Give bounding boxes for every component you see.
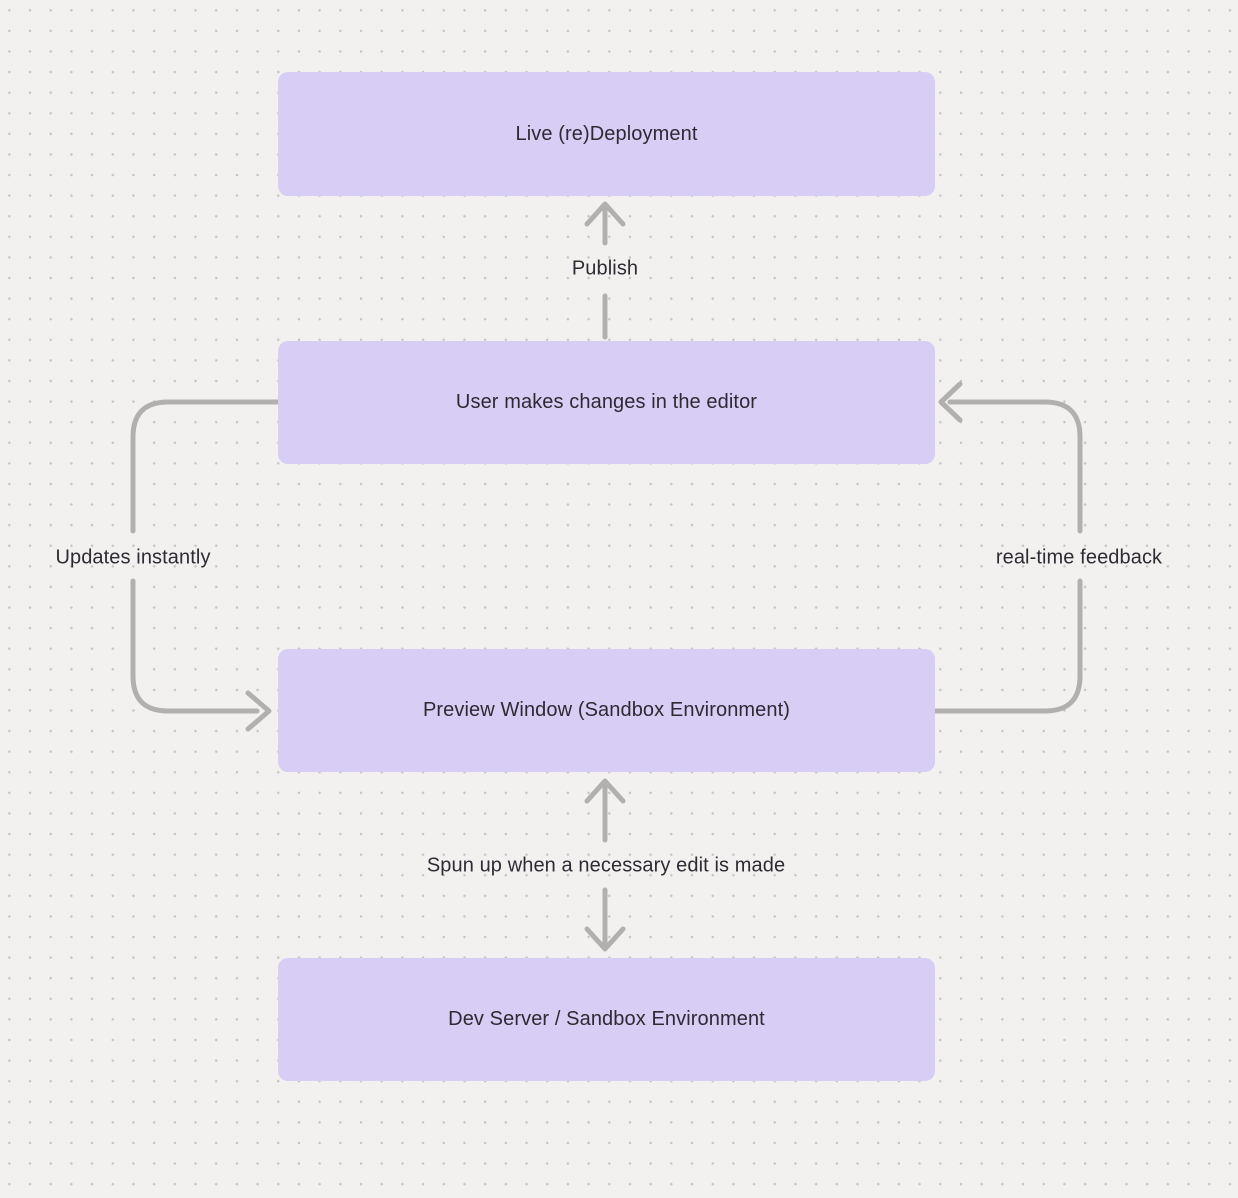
node-preview-window-label: Preview Window (Sandbox Environment): [422, 699, 791, 721]
node-dev-server-label: Dev Server / Sandbox Environment: [448, 1008, 765, 1030]
node-user-changes[interactable]: User makes changes in the editor: [278, 341, 935, 464]
edge-label-spun-up: Spun up when a necessary edit is made: [426, 854, 786, 877]
edge-label-publish: Publish: [571, 257, 639, 280]
node-dev-server[interactable]: Dev Server / Sandbox Environment: [278, 958, 935, 1081]
edge-label-updates-instantly: Updates instantly: [55, 546, 211, 569]
edge-label-real-time-feedback: real-time feedback: [995, 546, 1163, 569]
node-user-changes-label: User makes changes in the editor: [455, 391, 758, 413]
node-preview-window[interactable]: Preview Window (Sandbox Environment): [278, 649, 935, 772]
node-live-redeployment-label: Live (re)Deployment: [515, 122, 698, 145]
node-live-redeployment[interactable]: Live (re)Deployment: [278, 72, 935, 196]
